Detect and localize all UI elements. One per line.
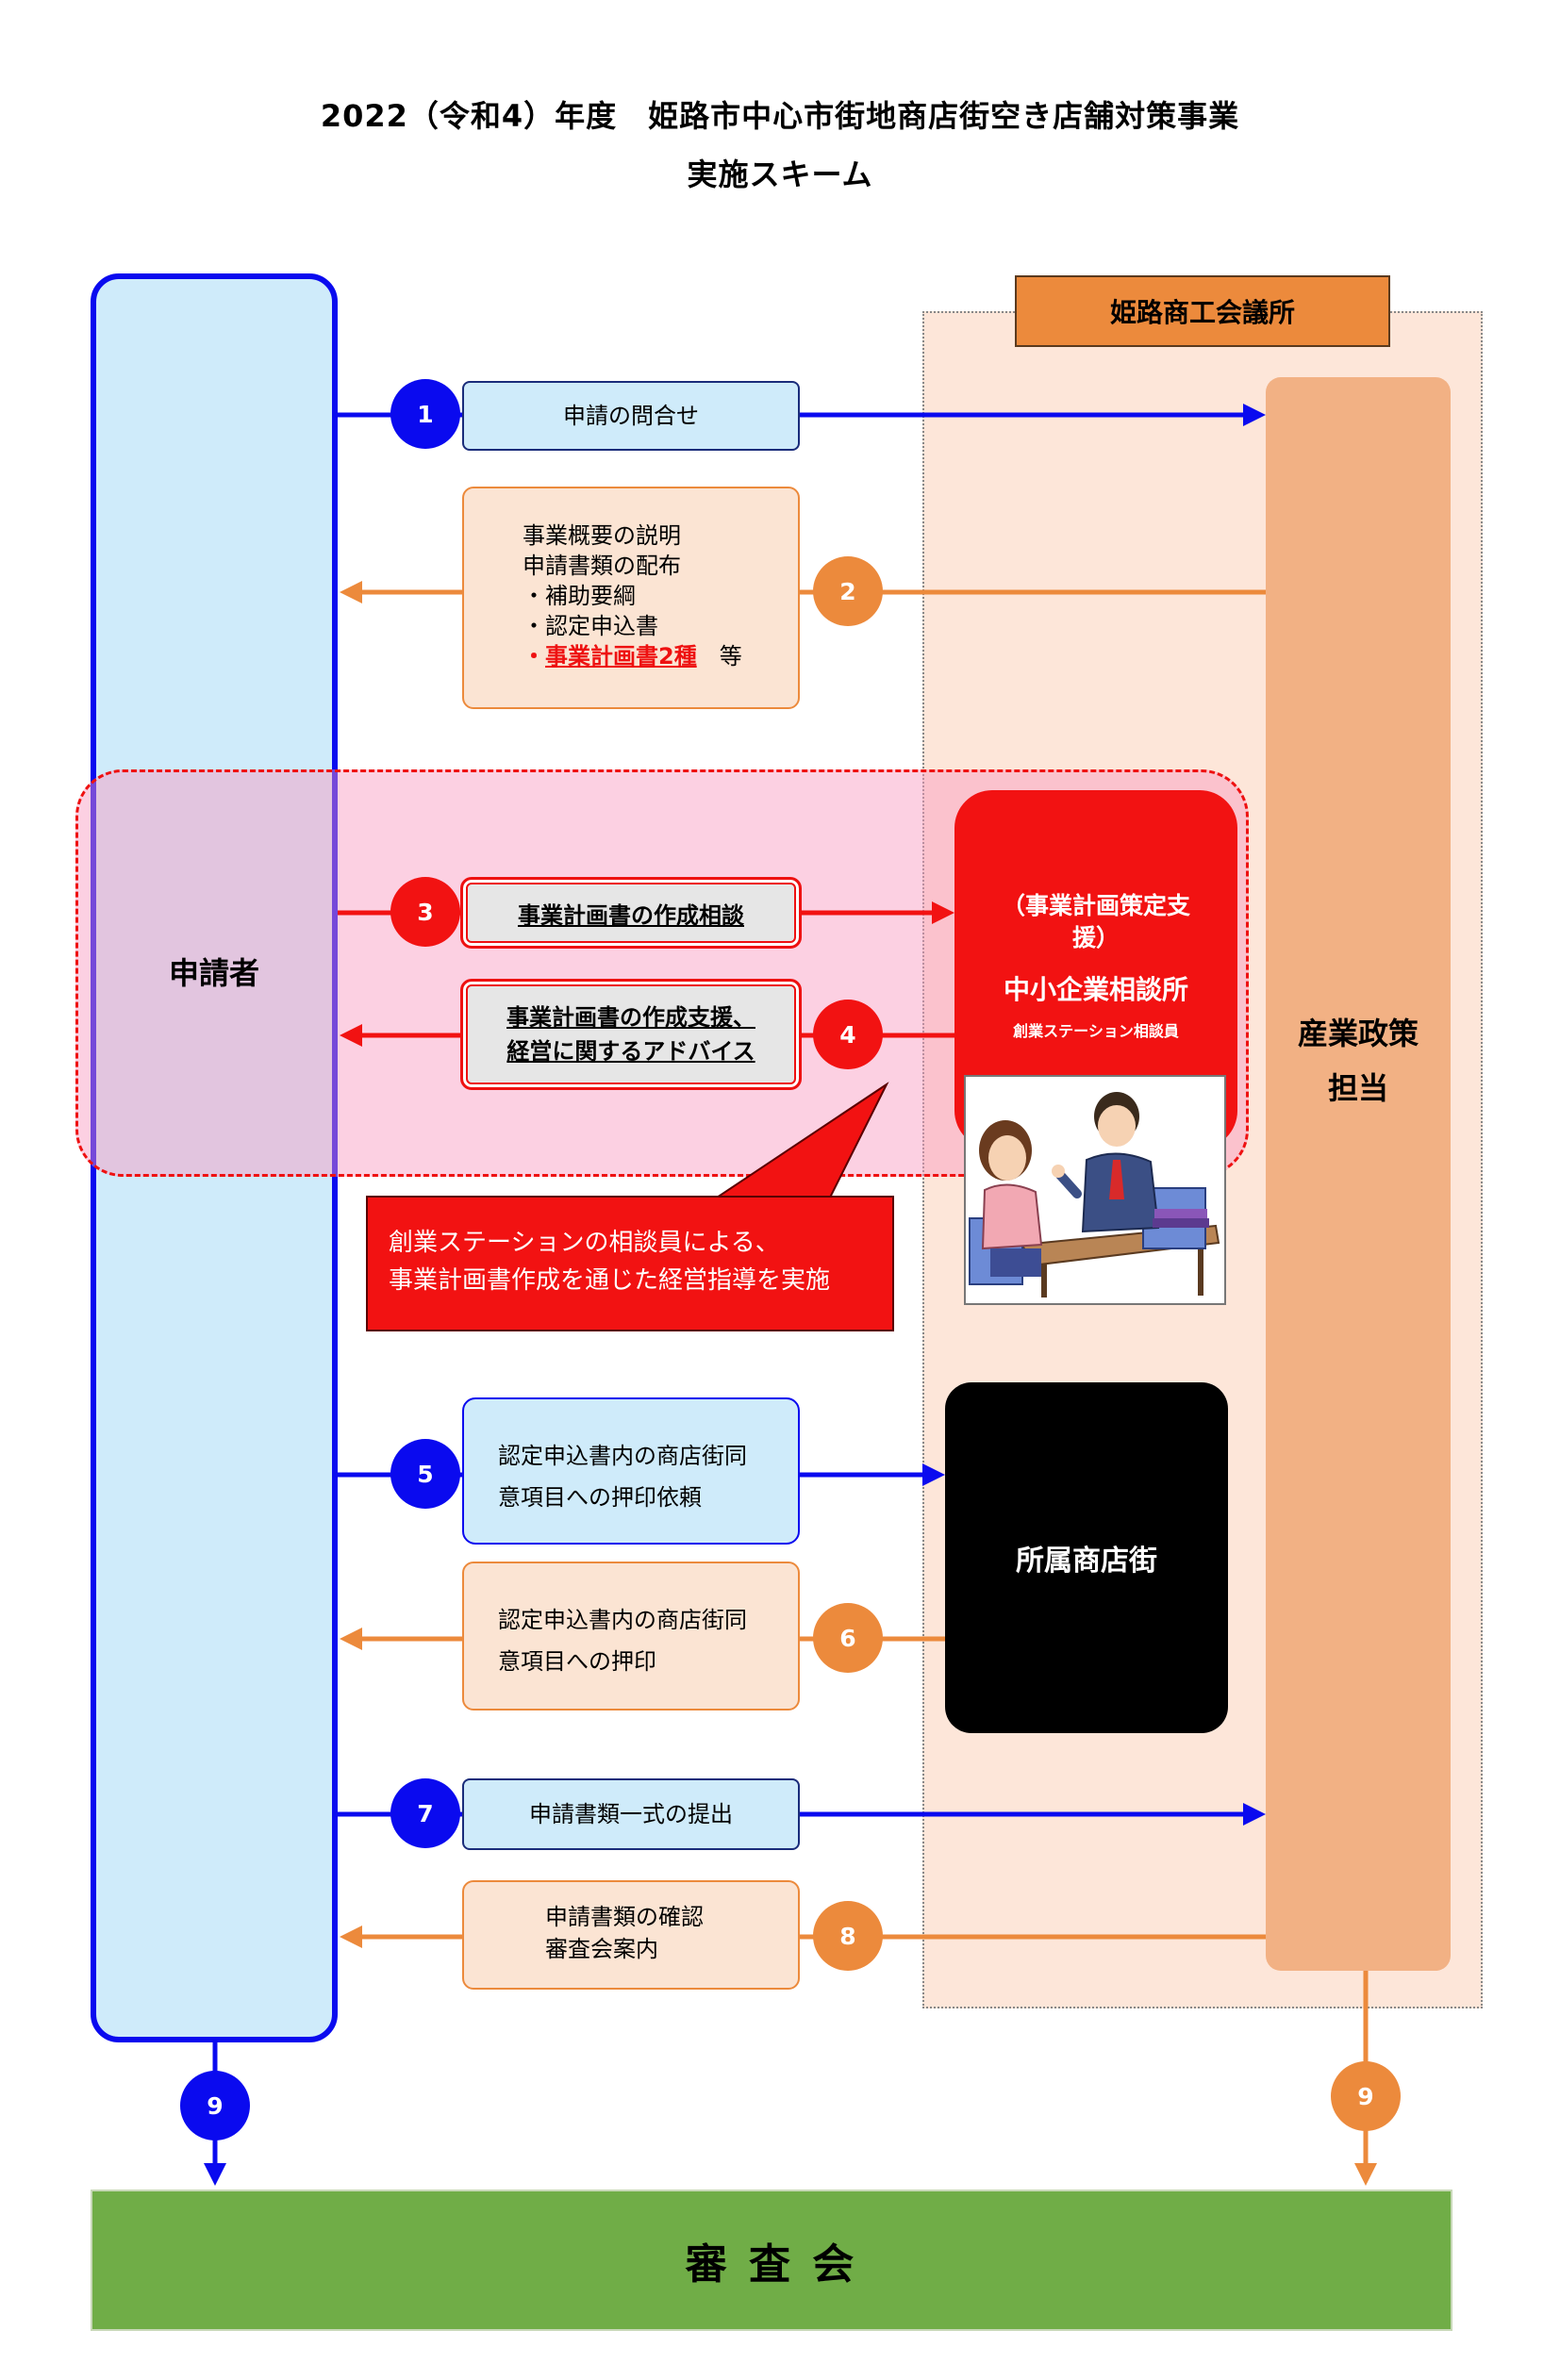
review-committee: 審 査 会	[91, 2190, 1452, 2331]
step-6-line-1: 認定申込書内の商店街同	[498, 1607, 747, 1633]
page-subtitle: 実施スキーム	[687, 157, 873, 192]
step-4-badge: 4	[813, 1000, 883, 1069]
industry-policy-column: 産業政策 担当	[1266, 377, 1451, 1971]
callout-line-1: 創業ステーションの相談員による、	[389, 1229, 780, 1257]
cci-header: 姫路商工会議所	[1015, 275, 1390, 347]
callout-box: 創業ステーションの相談員による、 事業計画書作成を通じた経営指導を実施	[366, 1196, 894, 1331]
consultation-illustration	[964, 1075, 1226, 1305]
step-4-line-2: 経営に関するアドバイス	[506, 1038, 755, 1065]
step-7-box: 申請書類一式の提出	[462, 1778, 800, 1850]
step-2-line-3: ・補助要綱	[523, 583, 636, 609]
step-2-line-1: 事業概要の説明	[523, 522, 681, 549]
step-9-badge-left: 9	[180, 2071, 250, 2140]
shopping-street-box: 所属商店街	[945, 1382, 1228, 1733]
callout-line-2: 事業計画書作成を通じた経営指導を実施	[389, 1266, 831, 1295]
step-9-badge-right: 9	[1331, 2061, 1401, 2131]
step-1-box: 申請の問合せ	[462, 381, 800, 451]
step-2-line-5: ・事業計画書2種 等	[523, 641, 798, 671]
step-5-line-1: 認定申込書内の商店街同	[498, 1443, 747, 1469]
step-6-box: 認定申込書内の商店街同 意項目への押印	[462, 1562, 800, 1711]
step-2-highlight-prefix: ・	[523, 643, 545, 669]
step-7-badge: 7	[390, 1778, 460, 1848]
consult-line-1: （事業計画策定支	[1001, 892, 1190, 919]
applicant-column	[91, 273, 338, 2042]
step-8-badge: 8	[813, 1901, 883, 1971]
page-title: 2022（令和4）年度 姫路市中心市街地商店街空き店舗対策事業	[320, 98, 1240, 134]
step-2-line-2: 申請書類の配布	[523, 553, 681, 579]
step-1-badge: 1	[390, 379, 460, 449]
consult-center-name: 中小企業相談所	[1003, 974, 1188, 1005]
step-5-badge: 5	[390, 1439, 460, 1509]
step-4-line-1: 事業計画書の作成支援、	[506, 1004, 755, 1031]
step-6-badge: 6	[813, 1603, 883, 1673]
step-8-line-1: 申請書類の確認	[545, 1904, 704, 1930]
step-3-box: 事業計画書の作成相談	[460, 877, 802, 949]
step-6-line-2: 意項目への押印	[498, 1648, 656, 1675]
step-2-box: 事業概要の説明 申請書類の配布 ・補助要綱 ・認定申込書 ・事業計画書2種 等	[462, 487, 800, 709]
step-5-line-2: 意項目への押印依頼	[498, 1484, 702, 1511]
step-2-highlight: 事業計画書2種	[545, 643, 697, 669]
industry-policy-label-2: 担当	[1327, 1070, 1388, 1106]
step-5-box: 認定申込書内の商店街同 意項目への押印依頼	[462, 1397, 800, 1545]
step-4-box: 事業計画書の作成支援、 経営に関するアドバイス	[460, 979, 802, 1090]
consult-line-2: 援）	[1071, 924, 1120, 951]
applicant-label: 申請者	[168, 955, 259, 991]
step-3-badge: 3	[390, 877, 460, 947]
step-8-box: 申請書類の確認 審査会案内	[462, 1880, 800, 1990]
industry-policy-label-1: 産業政策	[1297, 1016, 1419, 1051]
step-8-line-2: 審査会案内	[545, 1936, 658, 1962]
step-2-suffix: 等	[696, 643, 742, 669]
consult-center-sub: 創業ステーション相談員	[1013, 1022, 1179, 1040]
step-2-badge: 2	[813, 556, 883, 626]
step-2-line-4: ・認定申込書	[523, 613, 658, 639]
